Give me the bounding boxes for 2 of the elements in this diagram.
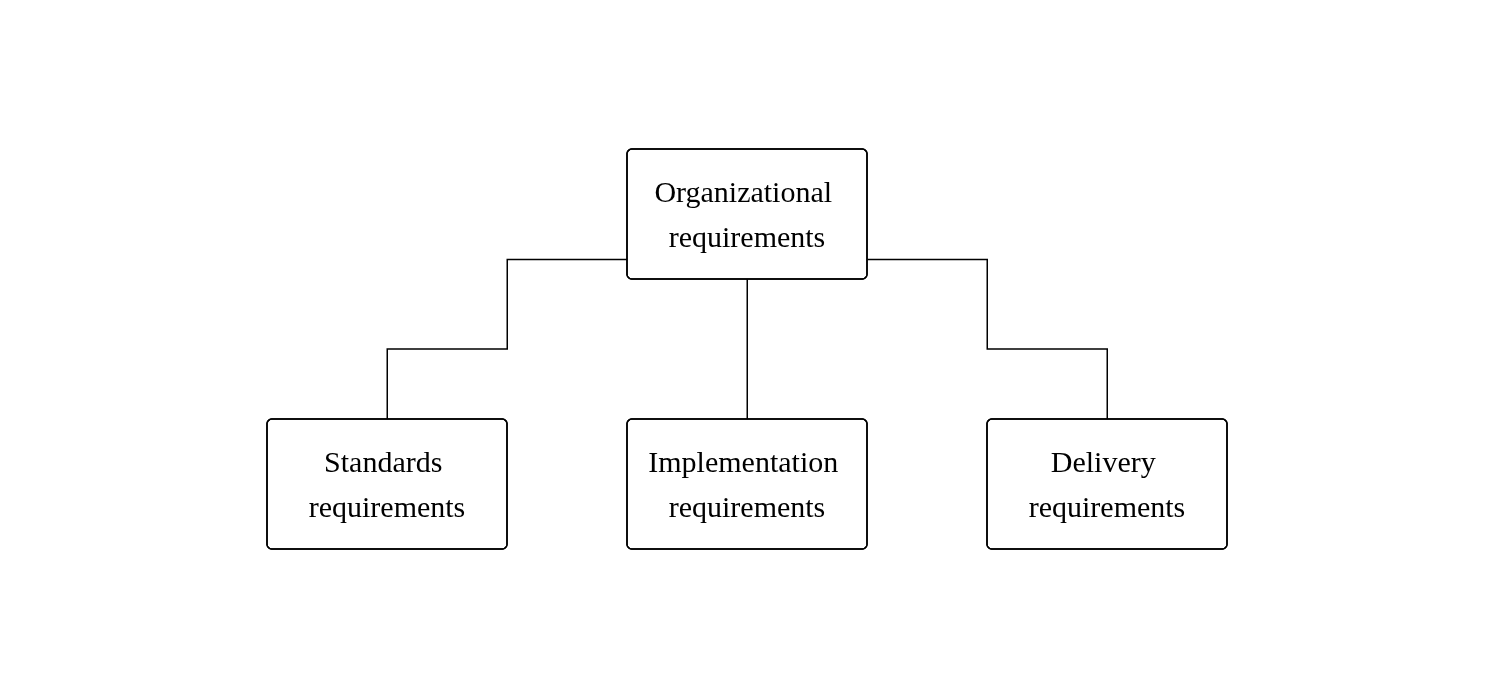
connector — [746, 278, 748, 421]
connector — [866, 258, 1108, 421]
